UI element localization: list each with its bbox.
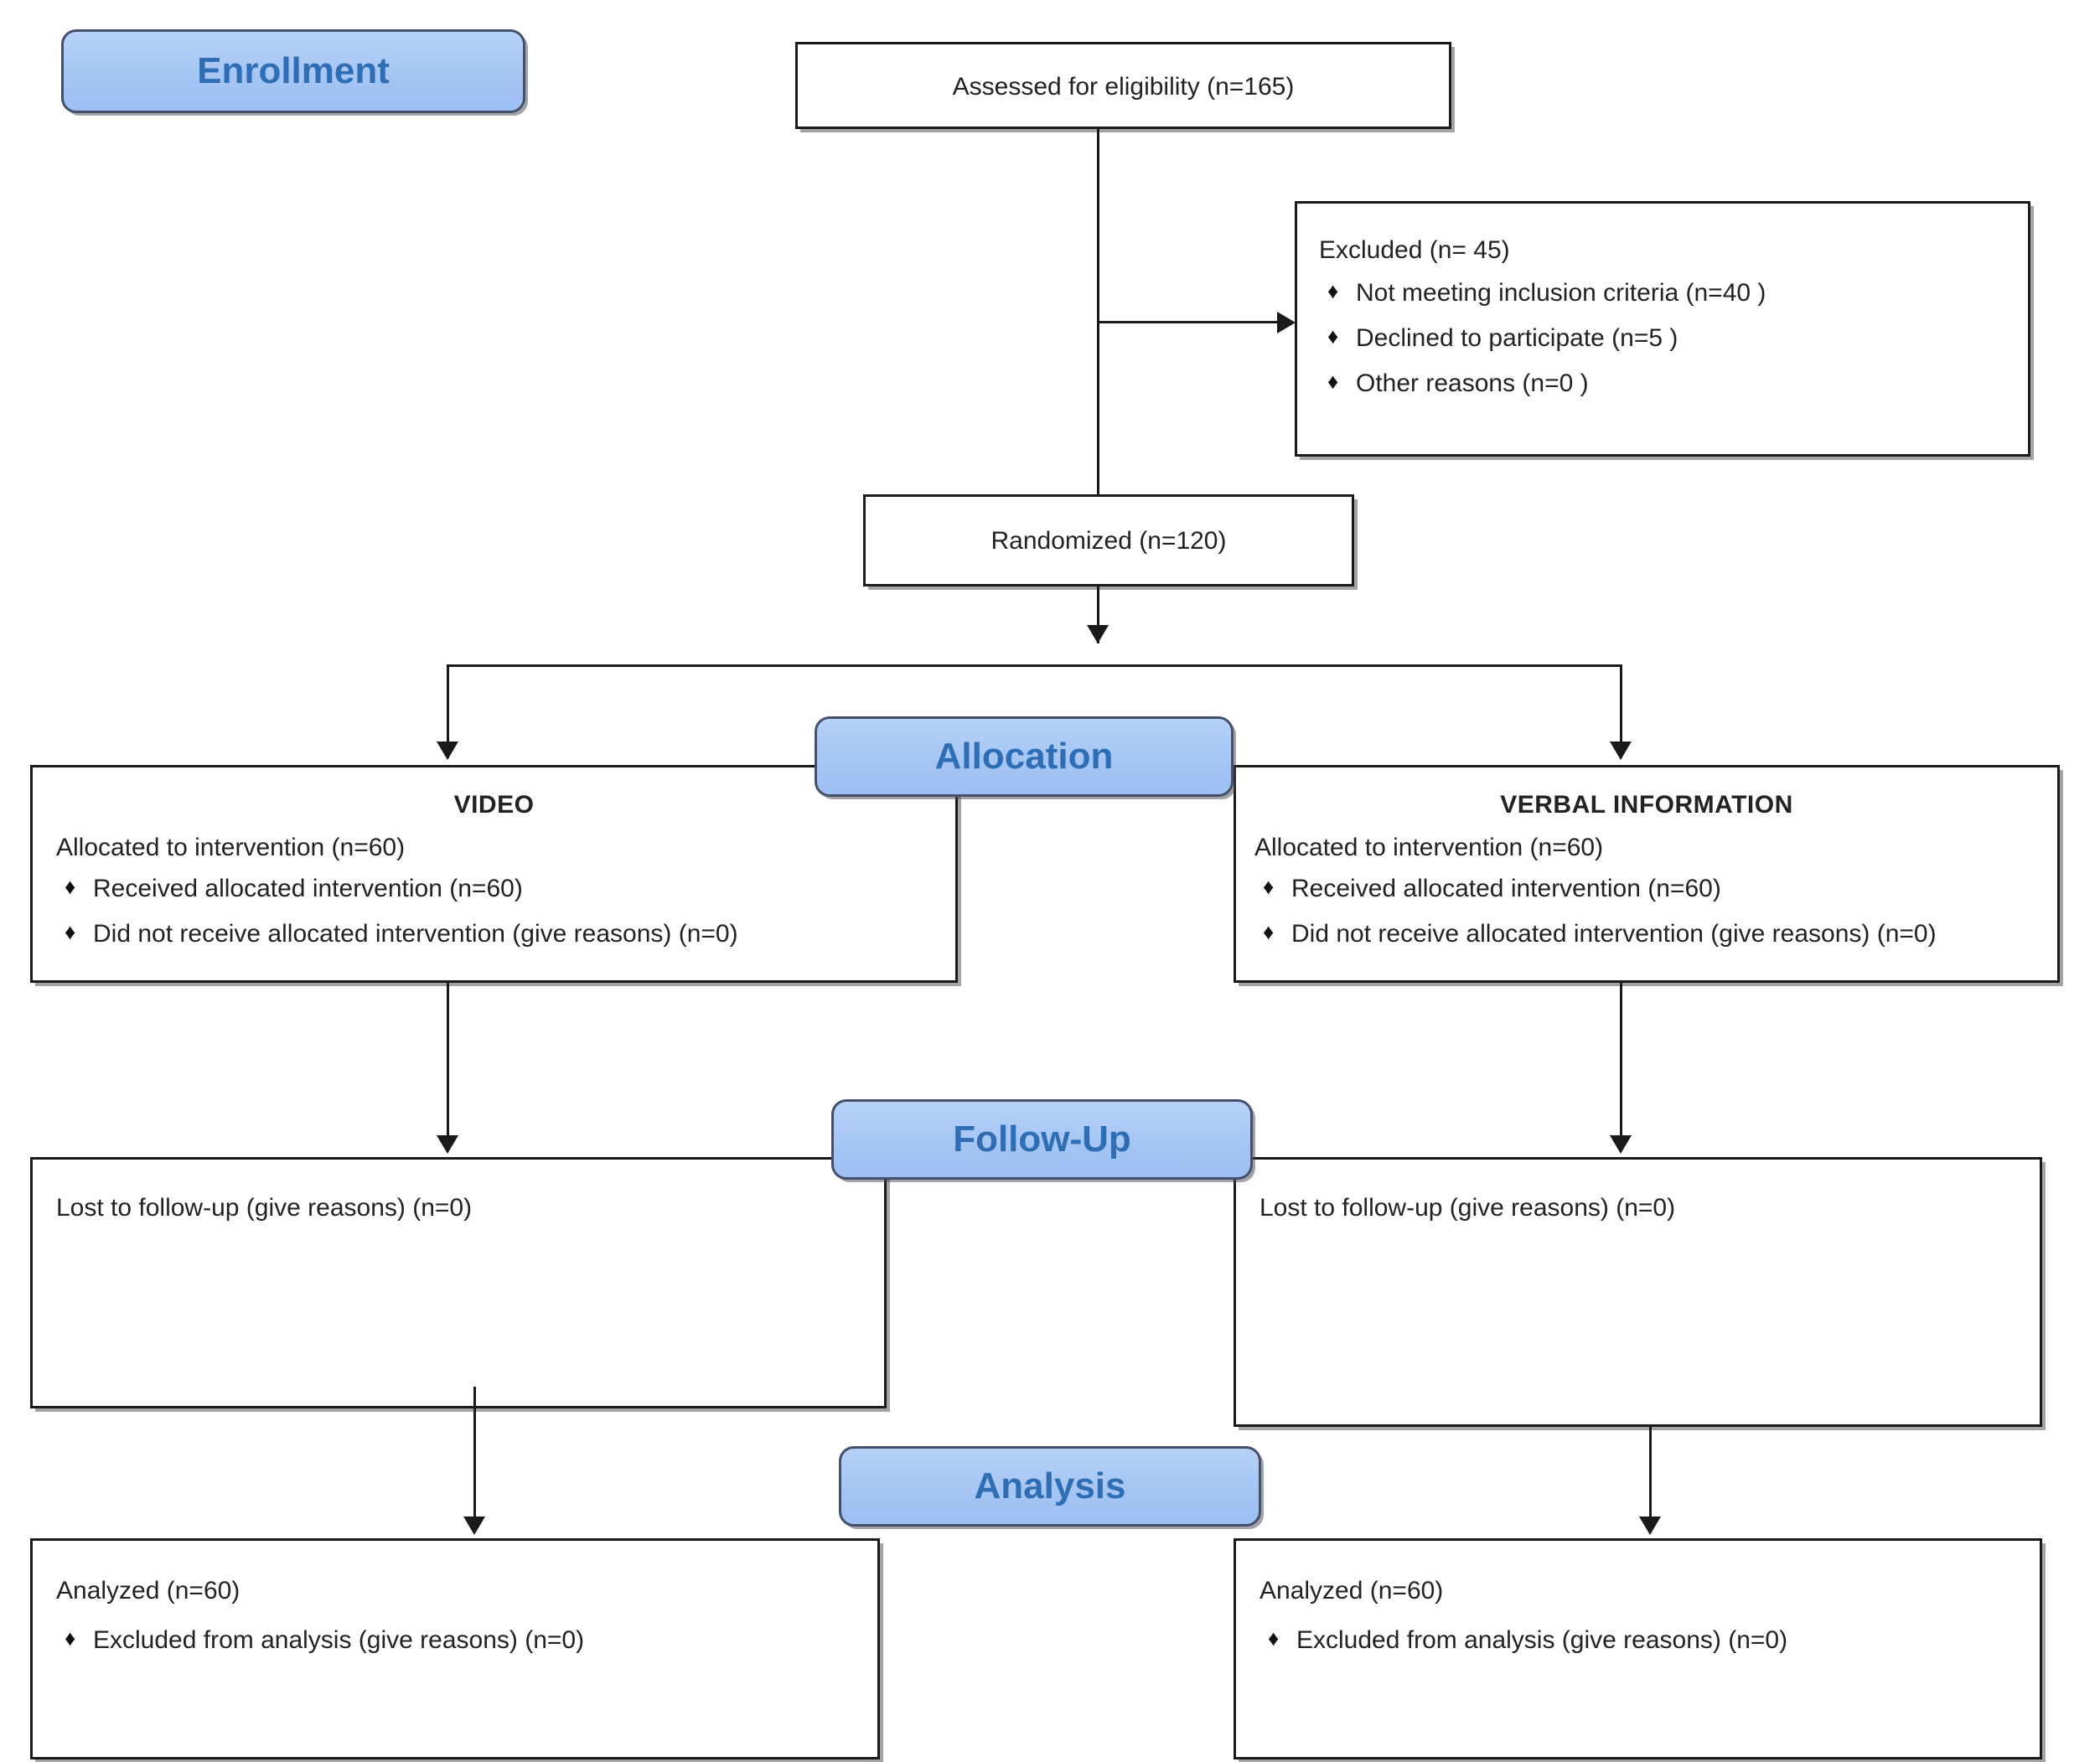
connector-left-allocation-to-followup bbox=[447, 983, 449, 1141]
followup-right-lost-text: Lost to follow-up (give reasons) (n=0) bbox=[1259, 1194, 1676, 1222]
diamond-bullet-icon: ♦ bbox=[65, 1625, 76, 1651]
diamond-bullet-icon: ♦ bbox=[65, 874, 76, 899]
diamond-bullet-icon: ♦ bbox=[1268, 1625, 1280, 1651]
allocation-right-item-text: Received allocated intervention (n=60) bbox=[1291, 875, 1721, 902]
analysis-left-analyzed-text: Analyzed (n=60) bbox=[56, 1577, 241, 1604]
analysis-right-analyzed-text: Analyzed (n=60) bbox=[1259, 1577, 1444, 1604]
connector-right-allocation-to-followup bbox=[1620, 983, 1622, 1141]
stage-badge-allocation-label: Allocation bbox=[934, 736, 1114, 777]
list-item: ♦ Excluded from analysis (give reasons) … bbox=[1263, 1625, 1788, 1655]
allocation-right-list: ♦ Received allocated intervention (n=60)… bbox=[1258, 874, 1937, 948]
list-item: ♦ Excluded from analysis (give reasons) … bbox=[59, 1625, 585, 1655]
allocation-left-list: ♦ Received allocated intervention (n=60)… bbox=[59, 874, 738, 948]
randomized-text: Randomized (n=120) bbox=[991, 527, 1227, 555]
box-randomized: Randomized (n=120) bbox=[863, 494, 1354, 586]
box-analysis-right: Analyzed (n=60) ♦ Excluded from analysis… bbox=[1234, 1538, 2042, 1759]
list-item: ♦ Received allocated intervention (n=60) bbox=[59, 874, 738, 903]
allocation-left-item-text: Received allocated intervention (n=60) bbox=[93, 875, 523, 902]
assessed-for-eligibility-text: Assessed for eligibility (n=165) bbox=[952, 73, 1295, 101]
stage-badge-followup-label: Follow-Up bbox=[953, 1119, 1131, 1160]
box-followup-left: Lost to follow-up (give reasons) (n=0) bbox=[30, 1157, 887, 1408]
analysis-right-list: ♦ Excluded from analysis (give reasons) … bbox=[1263, 1625, 1788, 1655]
allocation-right-group-label: VERBAL INFORMATION bbox=[1500, 791, 1793, 819]
stage-badge-followup: Follow-Up bbox=[831, 1099, 1253, 1180]
diamond-bullet-icon: ♦ bbox=[1327, 278, 1339, 303]
excluded-reason-text: Declined to participate (n=5 ) bbox=[1356, 324, 1678, 352]
arrowhead-left-followup bbox=[437, 1135, 458, 1154]
box-followup-right: Lost to follow-up (give reasons) (n=0) bbox=[1234, 1157, 2042, 1427]
box-excluded: Excluded (n= 45) ♦ Not meeting inclusion… bbox=[1295, 201, 2030, 457]
analysis-right-item-text: Excluded from analysis (give reasons) (n… bbox=[1296, 1626, 1788, 1654]
diamond-bullet-icon: ♦ bbox=[1327, 323, 1339, 349]
analysis-left-item-text: Excluded from analysis (give reasons) (n… bbox=[93, 1626, 585, 1654]
connector-to-excluded bbox=[1097, 321, 1281, 323]
box-analysis-left: Analyzed (n=60) ♦ Excluded from analysis… bbox=[30, 1538, 880, 1759]
list-item: ♦ Received allocated intervention (n=60) bbox=[1258, 874, 1937, 903]
analysis-left-list: ♦ Excluded from analysis (give reasons) … bbox=[59, 1625, 585, 1655]
list-item: ♦ Did not receive allocated intervention… bbox=[1258, 919, 1937, 948]
connector-split-right-drop bbox=[1620, 664, 1622, 758]
excluded-reason-text: Other reasons (n=0 ) bbox=[1356, 369, 1589, 397]
arrowhead-randomized-split bbox=[1087, 625, 1109, 643]
arrowhead-right-analysis bbox=[1639, 1517, 1661, 1535]
list-item: ♦ Other reasons (n=0 ) bbox=[1322, 369, 1766, 398]
connector-split-horizontal bbox=[447, 664, 1622, 667]
stage-badge-analysis: Analysis bbox=[839, 1446, 1261, 1527]
stage-badge-enrollment-label: Enrollment bbox=[197, 50, 390, 91]
excluded-reason-list: ♦ Not meeting inclusion criteria (n=40 )… bbox=[1322, 278, 1766, 398]
box-allocation-verbal-information: VERBAL INFORMATION Allocated to interven… bbox=[1234, 765, 2060, 983]
allocation-left-allocated-text: Allocated to intervention (n=60) bbox=[56, 834, 406, 861]
box-allocation-video: VIDEO Allocated to intervention (n=60) ♦… bbox=[30, 765, 958, 983]
diamond-bullet-icon: ♦ bbox=[1263, 919, 1275, 944]
diamond-bullet-icon: ♦ bbox=[65, 919, 76, 944]
diamond-bullet-icon: ♦ bbox=[1327, 369, 1339, 394]
connector-randomized-down bbox=[1097, 586, 1099, 643]
allocation-left-group-label: VIDEO bbox=[453, 791, 535, 819]
arrowhead-right-followup bbox=[1610, 1135, 1632, 1154]
followup-left-lost-text: Lost to follow-up (give reasons) (n=0) bbox=[56, 1194, 473, 1222]
excluded-reason-text: Not meeting inclusion criteria (n=40 ) bbox=[1356, 279, 1766, 307]
box-assessed-for-eligibility: Assessed for eligibility (n=165) bbox=[795, 42, 1451, 129]
arrowhead-left-allocation bbox=[437, 741, 458, 760]
connector-left-followup-to-analysis bbox=[473, 1387, 476, 1521]
diamond-bullet-icon: ♦ bbox=[1263, 874, 1275, 899]
allocation-right-allocated-text: Allocated to intervention (n=60) bbox=[1254, 834, 1604, 861]
connector-assessed-to-randomized bbox=[1097, 129, 1099, 494]
stage-badge-analysis-label: Analysis bbox=[974, 1465, 1126, 1506]
allocation-right-item-text: Did not receive allocated intervention (… bbox=[1291, 920, 1937, 948]
list-item: ♦ Did not receive allocated intervention… bbox=[59, 919, 738, 948]
stage-badge-enrollment: Enrollment bbox=[61, 29, 525, 113]
allocation-left-item-text: Did not receive allocated intervention (… bbox=[93, 920, 738, 948]
excluded-title: Excluded (n= 45) bbox=[1319, 236, 1510, 264]
arrowhead-right-allocation bbox=[1610, 741, 1632, 760]
arrowhead-to-excluded bbox=[1277, 312, 1296, 333]
stage-badge-allocation: Allocation bbox=[815, 716, 1234, 797]
list-item: ♦ Declined to participate (n=5 ) bbox=[1322, 323, 1766, 353]
list-item: ♦ Not meeting inclusion criteria (n=40 ) bbox=[1322, 278, 1766, 307]
connector-right-followup-to-analysis bbox=[1649, 1424, 1652, 1521]
arrowhead-left-analysis bbox=[463, 1517, 485, 1535]
connector-split-left-drop bbox=[447, 664, 449, 758]
